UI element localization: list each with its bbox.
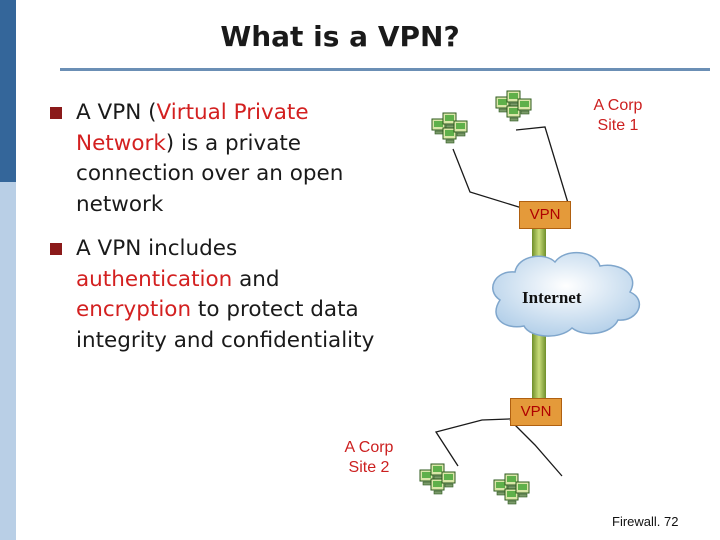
site1-label: A Corp Site 1 <box>583 96 653 136</box>
bullet-text: to protect data integrity and confidenti… <box>76 297 375 353</box>
bullet-text: and <box>232 266 280 292</box>
bullet-vpn-definition: A VPN (Virtual Private Network) is a pri… <box>48 98 393 220</box>
bullet-text: A VPN includes <box>76 236 238 261</box>
vpn-gateway-top: VPN <box>519 201 571 229</box>
title-divider <box>60 68 710 71</box>
slide-footer: Firewall. 72 <box>612 514 679 529</box>
computer-cluster-icon <box>432 113 467 143</box>
bullet-marker <box>50 243 62 255</box>
bullet-marker <box>50 107 62 119</box>
site2-label-line: Site 2 <box>348 459 390 476</box>
bullet-highlight: encryption <box>76 297 192 322</box>
bullet-highlight: Virtual Private Network <box>76 100 309 156</box>
bullet-highlight: authentication <box>76 266 233 292</box>
left-accent-bar-light <box>0 182 16 540</box>
site1-label-line: A Corp <box>593 97 643 114</box>
internet-label: Internet <box>522 288 582 307</box>
site1-link <box>452 148 536 213</box>
site1-link <box>515 126 569 204</box>
site2-label: A Corp Site 2 <box>333 438 405 478</box>
vpn-gateway-bottom: VPN <box>510 398 562 426</box>
slide-title: What is a VPN? <box>220 20 460 53</box>
bullet-list: A VPN (Virtual Private Network) is a pri… <box>48 98 393 370</box>
computer-cluster-icon <box>420 464 455 494</box>
internet-cloud <box>492 251 641 337</box>
site2-link <box>434 417 537 467</box>
computer-cluster-icon <box>496 91 531 121</box>
bullet-text: A VPN ( <box>76 100 157 125</box>
bullet-vpn-features: A VPN includes authentication and encryp… <box>48 234 393 356</box>
site1-label-line: Site 1 <box>597 117 639 134</box>
bullet-text: ) is a private connection over an open n… <box>76 130 344 217</box>
site2-link <box>509 419 563 477</box>
computer-cluster-icon <box>494 474 529 504</box>
site2-label-line: A Corp <box>344 439 394 456</box>
left-accent-bar <box>0 0 16 540</box>
